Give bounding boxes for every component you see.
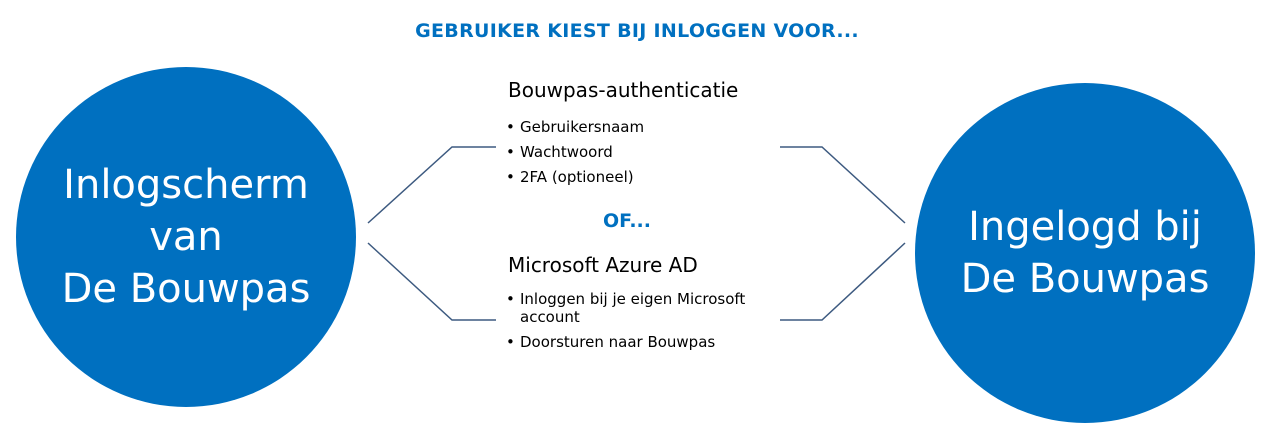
connector-right-top: [780, 146, 906, 224]
diagram-header: GEBRUIKER KIEST BIJ INLOGGEN VOOR...: [415, 20, 859, 42]
or-separator: OF...: [603, 210, 651, 232]
logged-in-label: Ingelogd bij De Bouwpas: [960, 204, 1210, 302]
option-bouwpas-list: Gebruikersnaam Wachtwoord 2FA (optioneel…: [505, 118, 780, 193]
login-screen-circle: Inlogscherm van De Bouwpas: [16, 67, 356, 407]
list-item: Doorsturen naar Bouwpas: [505, 333, 780, 351]
option-azure-list: Inloggen bij je eigen Microsoft account …: [505, 290, 780, 358]
connector-right-bottom: [780, 242, 906, 321]
connector-left-top: [367, 146, 496, 224]
list-item: 2FA (optioneel): [505, 168, 780, 186]
option-azure-title: Microsoft Azure AD: [508, 253, 698, 277]
option-bouwpas-title: Bouwpas-authenticatie: [508, 78, 739, 102]
list-item: Wachtwoord: [505, 143, 780, 161]
list-item: Inloggen bij je eigen Microsoft account: [505, 290, 780, 326]
logged-in-circle: Ingelogd bij De Bouwpas: [915, 83, 1255, 423]
login-screen-label: Inlogscherm van De Bouwpas: [61, 162, 311, 312]
list-item: Gebruikersnaam: [505, 118, 780, 136]
connector-left-bottom: [367, 242, 496, 321]
